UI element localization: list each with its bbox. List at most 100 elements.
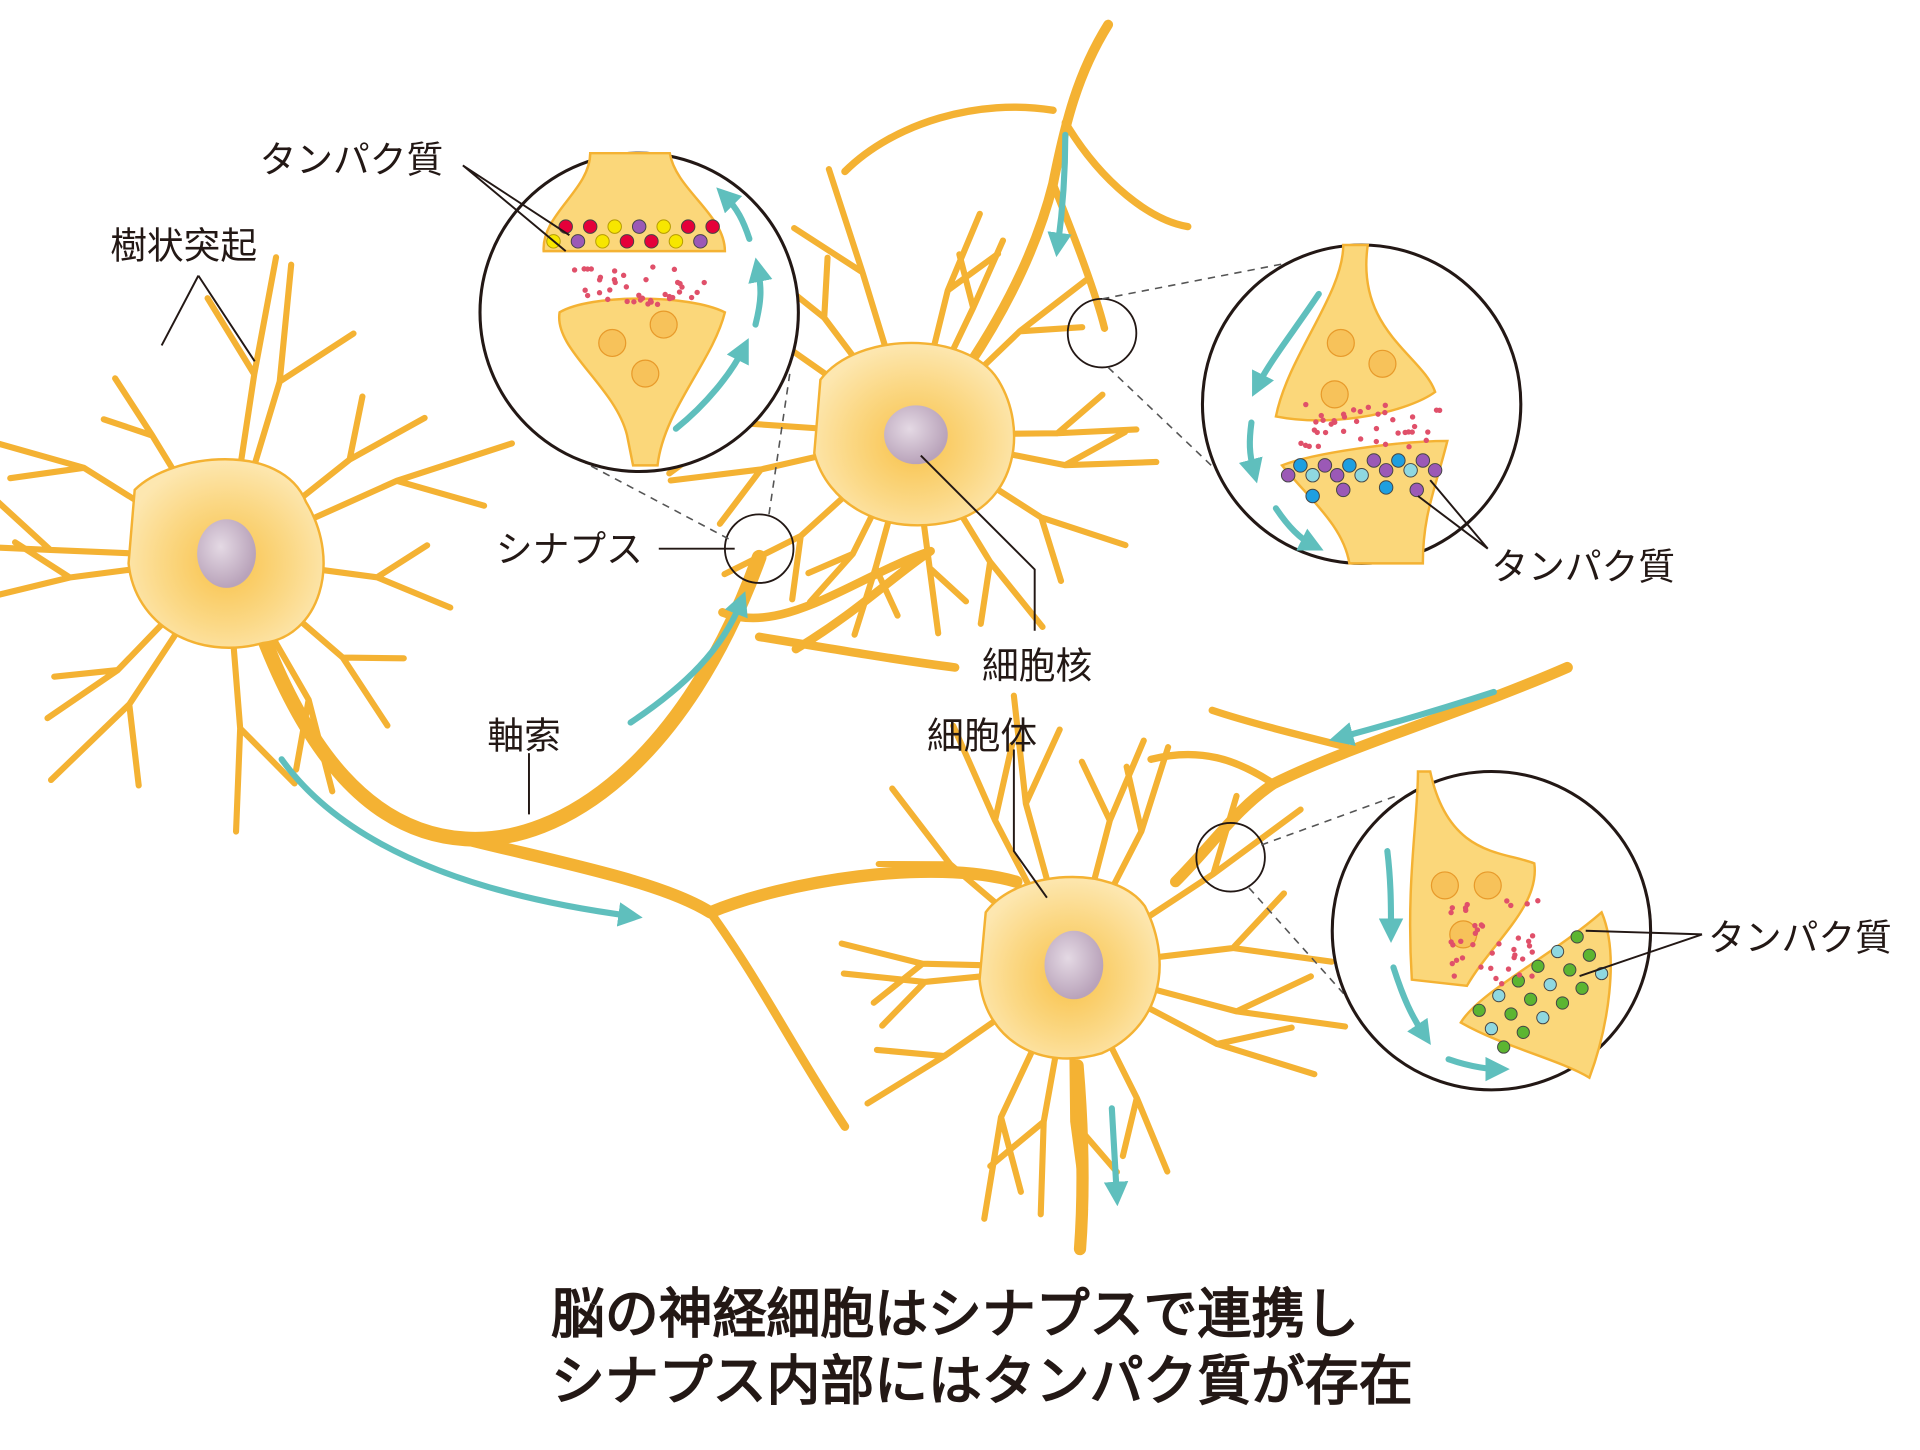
protein-dot [582,219,598,234]
protein-dot [619,234,635,249]
neurotransmitter-dot [611,268,618,274]
label-synapse: シナプス [496,528,643,571]
protein-dot [668,234,684,249]
label-dendrite: 樹状突起 [110,224,257,267]
neurotransmitter-dot [1298,440,1304,446]
label-nucleus: 細胞核 [982,644,1092,687]
neurotransmitter-dot [623,284,630,290]
neurotransmitter-dot [1353,418,1360,425]
neurotransmitter-dot [1382,402,1388,408]
protein-dot [570,234,586,249]
dendrites [0,166,1349,1222]
protein-dot [1543,977,1557,992]
neurotransmitter-dot [671,266,678,273]
neurotransmitter-dot [1524,901,1530,907]
leader-lines [160,164,1703,977]
protein-dot [1497,1040,1511,1054]
label-cell-body: 細胞体 [927,714,1037,757]
label-protein-right-upper: タンパク質 [1491,545,1675,588]
protein-dot [1582,948,1597,962]
neurotransmitter-dot [694,289,700,296]
protein-dot [1280,467,1296,483]
neurotransmitter-dot [650,264,656,270]
neurotransmitter-dot [1511,954,1517,961]
neuron-2 [813,341,1016,527]
neurotransmitter-dot [1411,423,1418,430]
neurotransmitter-dot [1493,975,1499,982]
neurotransmitter-dot [1505,966,1512,972]
neurotransmitter-dot [1375,411,1381,417]
neurotransmitter-dot [1496,941,1502,947]
neurotransmitter-dot [1529,973,1535,979]
neurotransmitter-dot [584,266,591,272]
neurotransmitter-dot [1450,942,1456,948]
neurotransmitter-dot [1382,441,1389,448]
neurotransmitter-dot [1519,956,1526,962]
neurotransmitter-dot [611,277,618,283]
neurotransmitter-dot [1357,408,1363,415]
neurotransmitter-dot [584,292,591,299]
neurotransmitter-dot [676,289,683,295]
axon-right-branches [1147,706,1351,788]
protein-dot [1378,480,1394,495]
protein-dot [1336,482,1351,498]
label-protein-top: タンパク質 [260,139,444,182]
neurotransmitter-dot [1488,965,1494,971]
protein-dot [644,234,659,249]
protein-dot [1575,981,1589,995]
protein-dot [1504,1007,1518,1021]
neurotransmitter-dot [679,284,685,290]
label-axon: 軸索 [487,714,560,757]
dendrite-branch [919,510,970,637]
neurotransmitter-dot [1315,443,1322,450]
nucleus-3 [1044,930,1104,1000]
neurotransmitter-dot [1314,429,1320,436]
neurotransmitter-dot [1322,429,1329,436]
signal-arrows [278,131,1497,1207]
neurotransmitter-dot [688,294,695,301]
neurotransmitter-dot [1373,438,1380,445]
nucleus-2 [884,405,948,465]
protein-dot [1305,488,1320,504]
neurotransmitter-dot [1365,404,1372,411]
dendrite-branch [47,625,183,789]
neurotransmitter-dot [1448,909,1454,916]
protein-dot [1409,482,1424,498]
arrow-bottom [1103,1105,1129,1207]
neurotransmitter-dot [571,267,578,273]
neurotransmitter-dot [1504,898,1510,904]
neurotransmitter-dot [1433,407,1440,413]
axon-top-branches [841,103,1192,332]
dendrite-branch [981,1036,1041,1222]
neurotransmitter-dot [701,279,707,286]
dendrite-branch [290,393,428,508]
axon-1-to-neuron-2 [255,549,767,847]
neurotransmitter-dot [1516,972,1523,978]
neurotransmitter-dot [1406,444,1412,450]
neurotransmitter-dot [636,292,642,299]
neurotransmitter-dot [1318,412,1324,419]
protein-dot [1563,963,1577,977]
neurotransmitter-dot [1508,902,1514,909]
dendrite-branch [44,615,171,722]
neurotransmitter-dot [582,287,588,293]
protein-dot [631,219,647,234]
neurotransmitter-dot [1409,414,1416,420]
protein-dot [1391,453,1406,468]
neurotransmitter-dot [596,290,603,296]
neurotransmitter-dot [620,272,627,279]
protein-dot [1516,1025,1530,1039]
synapse-markers [584,262,1397,1005]
neurotransmitter-dot [1373,425,1380,432]
dendrite-branch [1147,890,1335,965]
dendrite-branch [864,1009,1010,1107]
synapse-circle-3 [1195,822,1266,893]
neurotransmitter-dot [624,298,630,305]
protein-dot [1342,458,1357,473]
protein-dot [1354,467,1369,483]
protein-dot [1555,996,1570,1010]
neurotransmitter-dot [1474,927,1481,933]
protein-dot [1415,453,1431,468]
dendrite-branch [840,970,996,1029]
